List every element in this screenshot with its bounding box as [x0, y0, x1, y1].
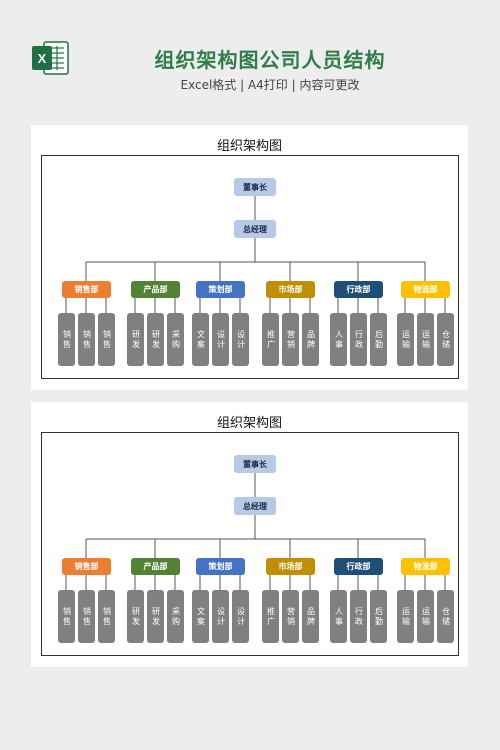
general-manager-node: 总经理: [234, 497, 276, 515]
staff-role-node: 运输: [397, 590, 414, 643]
staff-role-node: 仓储: [437, 590, 454, 643]
header: X 组织架构图公司人员结构 Excel格式 | A4打印 | 内容可更改: [0, 0, 500, 110]
staff-role-node: 研发: [127, 313, 144, 366]
staff-role-node: 品牌: [302, 313, 319, 366]
excel-icon-letter: X: [38, 51, 47, 66]
org-chart-frame: 董事长总经理销售部销售销售销售产品部研发研发采购策划部文案设计设计市场部推广营销…: [41, 432, 459, 656]
staff-role-node: 研发: [127, 590, 144, 643]
staff-role-node: 仓储: [437, 313, 454, 366]
staff-role-node: 文案: [192, 313, 209, 366]
staff-role-node: 设计: [232, 590, 249, 643]
staff-role-node: 设计: [232, 313, 249, 366]
staff-role-node: 人事: [330, 590, 347, 643]
org-chart-sheet: 组织架构图 董事长总经理销售部销售销售销售产品部研发研发采购策划部文案设计设计市…: [31, 125, 468, 390]
staff-role-node: 销售: [98, 313, 115, 366]
staff-role-node: 销售: [78, 590, 95, 643]
org-chart-frame: 董事长总经理销售部销售销售销售产品部研发研发采购策划部文案设计设计市场部推广营销…: [41, 155, 459, 379]
staff-role-node: 销售: [78, 313, 95, 366]
chairman-node: 董事长: [234, 455, 276, 473]
department-node: 市场部: [266, 281, 315, 298]
page-subtitle: Excel格式 | A4打印 | 内容可更改: [180, 78, 360, 92]
staff-role-node: 人事: [330, 313, 347, 366]
staff-role-node: 采购: [167, 313, 184, 366]
staff-role-node: 后勤: [370, 590, 387, 643]
staff-role-node: 行政: [350, 313, 367, 366]
staff-role-node: 营销: [282, 313, 299, 366]
general-manager-node: 总经理: [234, 220, 276, 238]
staff-role-node: 设计: [212, 313, 229, 366]
staff-role-node: 研发: [147, 590, 164, 643]
staff-role-node: 推广: [262, 313, 279, 366]
staff-role-node: 销售: [58, 313, 75, 366]
chairman-node: 董事长: [234, 178, 276, 196]
sheet-title: 组织架构图: [216, 416, 282, 431]
staff-role-node: 研发: [147, 313, 164, 366]
staff-role-node: 运输: [417, 313, 434, 366]
page-title: 组织架构图公司人员结构: [154, 48, 386, 72]
staff-role-node: 后勤: [370, 313, 387, 366]
department-node: 物流部: [401, 281, 450, 298]
staff-role-node: 运输: [397, 313, 414, 366]
staff-role-node: 文案: [192, 590, 209, 643]
department-node: 行政部: [334, 558, 383, 575]
department-node: 策划部: [196, 558, 245, 575]
staff-role-node: 销售: [58, 590, 75, 643]
staff-role-node: 营销: [282, 590, 299, 643]
staff-role-node: 设计: [212, 590, 229, 643]
org-chart-sheet: 组织架构图 董事长总经理销售部销售销售销售产品部研发研发采购策划部文案设计设计市…: [31, 402, 468, 667]
department-node: 产品部: [131, 558, 180, 575]
staff-role-node: 品牌: [302, 590, 319, 643]
staff-role-node: 采购: [167, 590, 184, 643]
sheet-title: 组织架构图: [216, 139, 282, 154]
department-node: 产品部: [131, 281, 180, 298]
staff-role-node: 行政: [350, 590, 367, 643]
staff-role-node: 运输: [417, 590, 434, 643]
staff-role-node: 销售: [98, 590, 115, 643]
staff-role-node: 推广: [262, 590, 279, 643]
excel-icon: X: [32, 41, 69, 75]
department-node: 策划部: [196, 281, 245, 298]
department-node: 销售部: [62, 558, 111, 575]
department-node: 行政部: [334, 281, 383, 298]
department-node: 销售部: [62, 281, 111, 298]
department-node: 市场部: [266, 558, 315, 575]
department-node: 物流部: [401, 558, 450, 575]
